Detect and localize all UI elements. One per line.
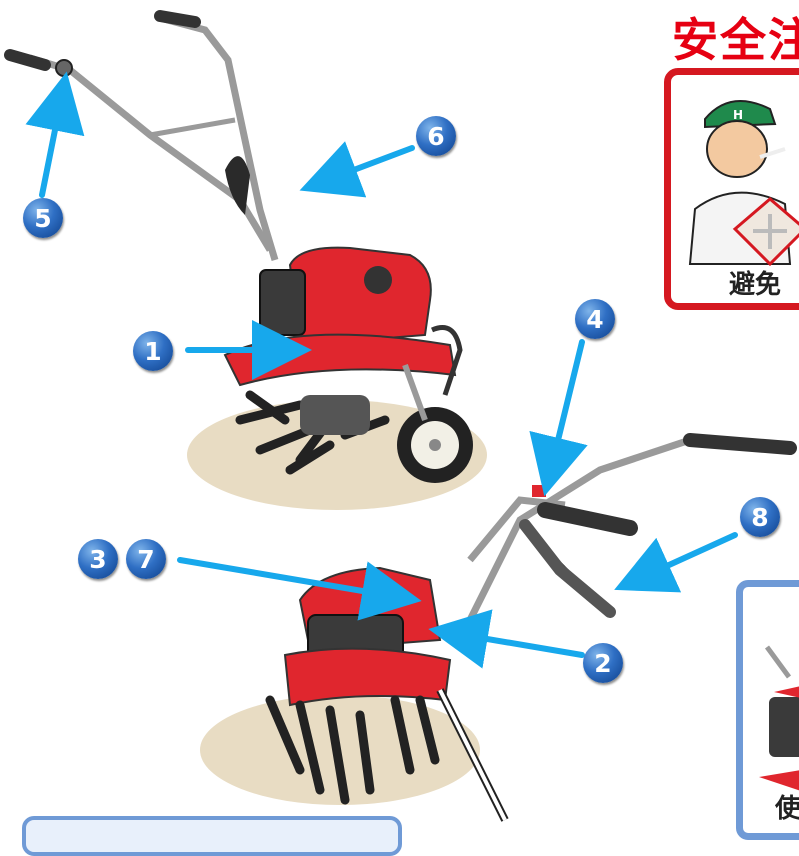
illustration-layer bbox=[4, 10, 797, 822]
worker-smoking-illustration: H bbox=[688, 100, 799, 267]
svg-text:H: H bbox=[733, 108, 743, 122]
usage-tiller-thumbnail bbox=[759, 645, 799, 791]
callout-badge-2: 2 bbox=[583, 643, 623, 683]
note-box bbox=[22, 816, 402, 856]
safety-title: 安全注 bbox=[672, 13, 799, 67]
usage-caption: 使 bbox=[775, 794, 799, 824]
callout-badge-4: 4 bbox=[575, 299, 615, 339]
callout-arrows bbox=[25, 71, 738, 669]
callout-badge-1: 1 bbox=[133, 331, 173, 371]
callout-badge-6: 6 bbox=[416, 116, 456, 156]
safety-caption: 避免 bbox=[729, 270, 782, 300]
callout-badge-5: 5 bbox=[23, 198, 63, 238]
tiller-illustration-top bbox=[4, 10, 487, 510]
arrow-2 bbox=[428, 609, 585, 669]
callout-badge-7: 7 bbox=[126, 539, 166, 579]
diagram-stage: 1 2 3 4 5 6 7 8 安全注 H 避免 使 bbox=[4, 10, 799, 856]
arrow-8 bbox=[614, 532, 738, 593]
arrow-3-7 bbox=[177, 557, 422, 621]
callout-badge-3: 3 bbox=[78, 539, 118, 579]
safety-panel: H bbox=[664, 68, 799, 310]
arrow-6 bbox=[299, 141, 415, 198]
callout-badge-8: 8 bbox=[740, 497, 780, 537]
fuel-can-icon bbox=[732, 197, 799, 267]
arrow-5 bbox=[25, 71, 85, 198]
arrow-4 bbox=[529, 339, 588, 497]
